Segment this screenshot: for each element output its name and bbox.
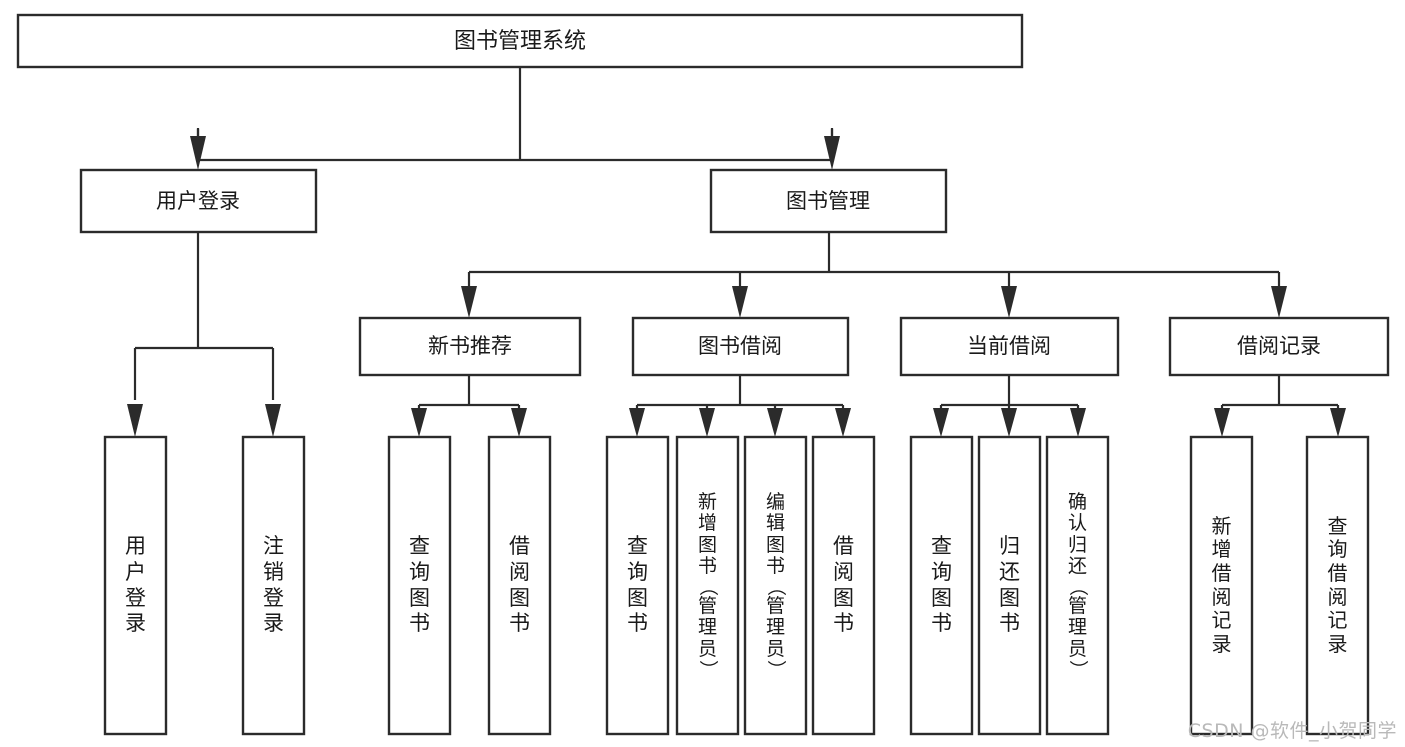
connector-userlogin-to-leaves	[127, 232, 281, 437]
leaf-box-bookborrow-query[interactable]	[605, 435, 670, 736]
leaf-box-bookborrow-borrow[interactable]	[811, 435, 876, 736]
leaf-box-currentborrow-query[interactable]	[909, 435, 974, 736]
connector-root-to-level2	[190, 67, 840, 170]
leaf-box-currentborrow-confirm[interactable]	[1045, 435, 1110, 736]
node-borrow-record-label: 借阅记录	[1237, 334, 1321, 358]
leaf-box-newbook-borrow[interactable]	[487, 435, 552, 736]
node-current-borrow-label: 当前借阅	[967, 334, 1051, 358]
node-borrow-record[interactable]: 借阅记录	[1168, 316, 1390, 377]
leaf-box-newbook-query[interactable]	[387, 435, 452, 736]
leaf-box-currentborrow-return[interactable]	[977, 435, 1042, 736]
node-book-borrow[interactable]: 图书借阅	[631, 316, 850, 377]
leaf-box-bookborrow-edit[interactable]	[743, 435, 808, 736]
node-current-borrow[interactable]: 当前借阅	[899, 316, 1120, 377]
node-book-borrow-label: 图书借阅	[698, 334, 782, 358]
node-root-label: 图书管理系统	[454, 29, 586, 54]
leaf-box-borrowrecord-add[interactable]	[1189, 435, 1254, 736]
leaf-box-bookborrow-add[interactable]	[675, 435, 740, 736]
node-new-book-recommend-label: 新书推荐	[428, 334, 512, 358]
connector-bookborrow-to-leaves	[629, 375, 851, 437]
connector-borrowrecord-to-leaves	[1214, 375, 1346, 437]
leaf-box-user-login-logout[interactable]	[241, 435, 306, 736]
node-book-management[interactable]: 图书管理	[709, 168, 948, 234]
csdn-watermark: CSDN @软件_小贺同学	[1187, 720, 1397, 742]
node-user-login-label: 用户登录	[156, 189, 240, 213]
leaf-box-user-login-login[interactable]	[103, 435, 168, 736]
leaf-box-borrowrecord-query[interactable]	[1305, 435, 1370, 736]
node-root[interactable]: 图书管理系统	[16, 13, 1024, 69]
connector-bookmgmt-to-level3	[461, 232, 1287, 318]
node-book-management-label: 图书管理	[786, 189, 870, 213]
node-new-book-recommend[interactable]: 新书推荐	[358, 316, 582, 377]
connector-newbook-to-leaves	[411, 375, 527, 437]
node-user-login[interactable]: 用户登录	[79, 168, 318, 234]
connector-currentborrow-to-leaves	[933, 375, 1086, 437]
